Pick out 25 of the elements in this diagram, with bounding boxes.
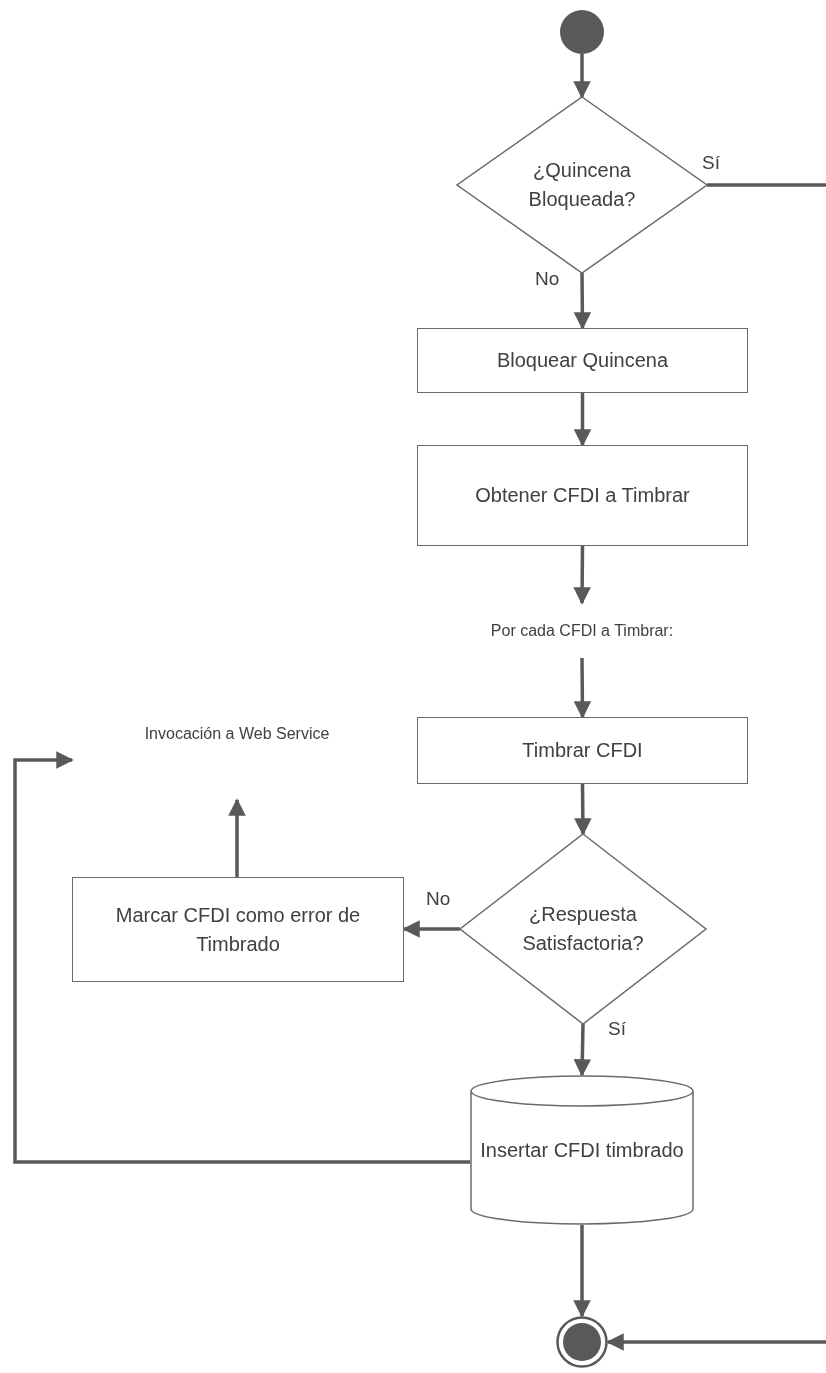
decision-label: ¿Quincena Bloqueada?: [527, 158, 637, 212]
connector-arrow: [573, 273, 592, 330]
connector-arrow: [13, 751, 470, 1164]
box-label: Obtener CFDI a Timbrar: [474, 483, 691, 508]
connector-arrow: [228, 798, 246, 877]
process-box: [72, 877, 404, 982]
box-label: Marcar CFDI como error de Timbrado: [114, 902, 362, 957]
box-label: Bloquear Quincena: [495, 348, 670, 373]
connector-arrow: [573, 1225, 591, 1318]
process-box: [417, 717, 748, 784]
connector-arrow: [573, 546, 591, 605]
connector-arrow: [573, 54, 591, 99]
connector-arrow: [402, 920, 460, 938]
connector-arrow: [606, 1333, 826, 1351]
database-label: Insertar CFDI timbrado: [479, 1137, 685, 1163]
decision-label: ¿Respuesta Satisfactoria?: [521, 902, 645, 956]
connector-arrow: [573, 393, 592, 447]
connector-arrow: [573, 658, 592, 719]
note-text: Por cada CFDI a Timbrar:: [489, 620, 675, 641]
process-box: [417, 445, 748, 546]
process-box: [417, 328, 748, 393]
connector-arrow: [574, 784, 592, 836]
box-label: Timbrar CFDI: [521, 738, 644, 763]
note-text: Invocación a Web Service: [143, 724, 331, 744]
connector-arrow: [573, 1023, 592, 1077]
